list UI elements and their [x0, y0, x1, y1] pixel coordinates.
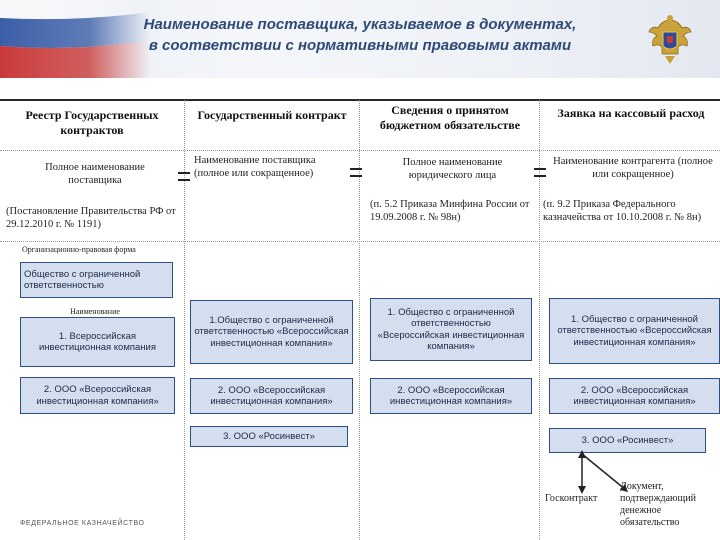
contract-alt-name-box: 3. ООО «Росинвест»: [190, 426, 348, 447]
header-divider: [0, 150, 720, 151]
contract-requirement: Наименование поставщика (полное или сокр…: [194, 155, 316, 179]
label-name: Наименование: [70, 307, 120, 316]
label-legal-form: Организационно-правовая форма: [22, 245, 136, 254]
footer-label: ФЕДЕРАЛЬНОЕ КАЗНАЧЕЙСТВО: [20, 520, 145, 527]
registry-requirement: Полное наименование поставщика: [45, 162, 145, 186]
obligation-requirement: Полное наименование юридического лица: [402, 157, 503, 181]
obligation-full-name-box: 1. Общество с ограниченной ответственнос…: [370, 298, 532, 361]
russian-flag-graphic: [0, 0, 150, 78]
slide-header: Наименование поставщика, указываемое в д…: [0, 0, 720, 78]
cash-request-full-name-box: 1. Общество с ограниченной ответственнос…: [549, 298, 720, 364]
column-divider-2: [359, 100, 360, 540]
registry-short-name-box: 2. ООО «Всероссийская инвестиционная ком…: [20, 377, 175, 414]
column-divider-3: [539, 100, 540, 540]
page-title: Наименование поставщика, указываемое в д…: [120, 14, 600, 56]
obligation-short-name-box: 2. ООО «Всероссийская инвестиционная ком…: [370, 378, 532, 414]
annotation-contract: Госконтракт: [545, 493, 598, 504]
cash-request-requirement: Наименование контрагента (полное или сок…: [553, 156, 713, 180]
title-line-1: Наименование поставщика, указываемое в д…: [143, 16, 577, 33]
contract-full-name-box: 1.Общество с ограниченной ответственност…: [190, 300, 353, 364]
annotation-document: Документ, подтверждающий денежное обязат…: [620, 481, 696, 528]
obligation-legal-source: (п. 5.2 Приказа Минфина России от 19.09.…: [370, 199, 530, 223]
equals-icon: [350, 168, 362, 177]
cash-request-short-name-box: 2. ООО «Всероссийская инвестиционная ком…: [549, 378, 720, 414]
column-header-obligation: Сведения о принятом бюджетном обязательс…: [379, 103, 521, 132]
section-divider: [0, 241, 720, 242]
equals-icon: [534, 168, 546, 177]
treasury-emblem-icon: [647, 14, 693, 66]
registry-name-box: 1. Всероссийская инвестиционная компания: [20, 317, 175, 367]
legal-form-box: Общество с ограниченной ответственностью: [20, 262, 173, 298]
registry-legal-source: (Постановление Правительства РФ от 29.12…: [6, 206, 176, 230]
column-header-registry: Реестр Государственных контрактов: [25, 108, 159, 137]
cash-request-alt-name-box: 3. ООО «Росинвест»: [549, 428, 706, 453]
title-line-2: в соответствии с нормативными правовыми …: [148, 37, 572, 54]
contract-short-name-box: 2. ООО «Всероссийская инвестиционная ком…: [190, 378, 353, 414]
cash-request-legal-source: (п. 9.2 Приказа Федерального казначейств…: [543, 199, 702, 223]
double-arrow-icon: [560, 450, 720, 505]
table-top-border: [0, 99, 720, 101]
equals-icon: [178, 172, 190, 181]
column-header-cash-request: Заявка на кассовый расход: [557, 106, 705, 120]
column-header-contract: Государственный контракт: [197, 108, 347, 122]
column-divider-1: [184, 100, 185, 540]
